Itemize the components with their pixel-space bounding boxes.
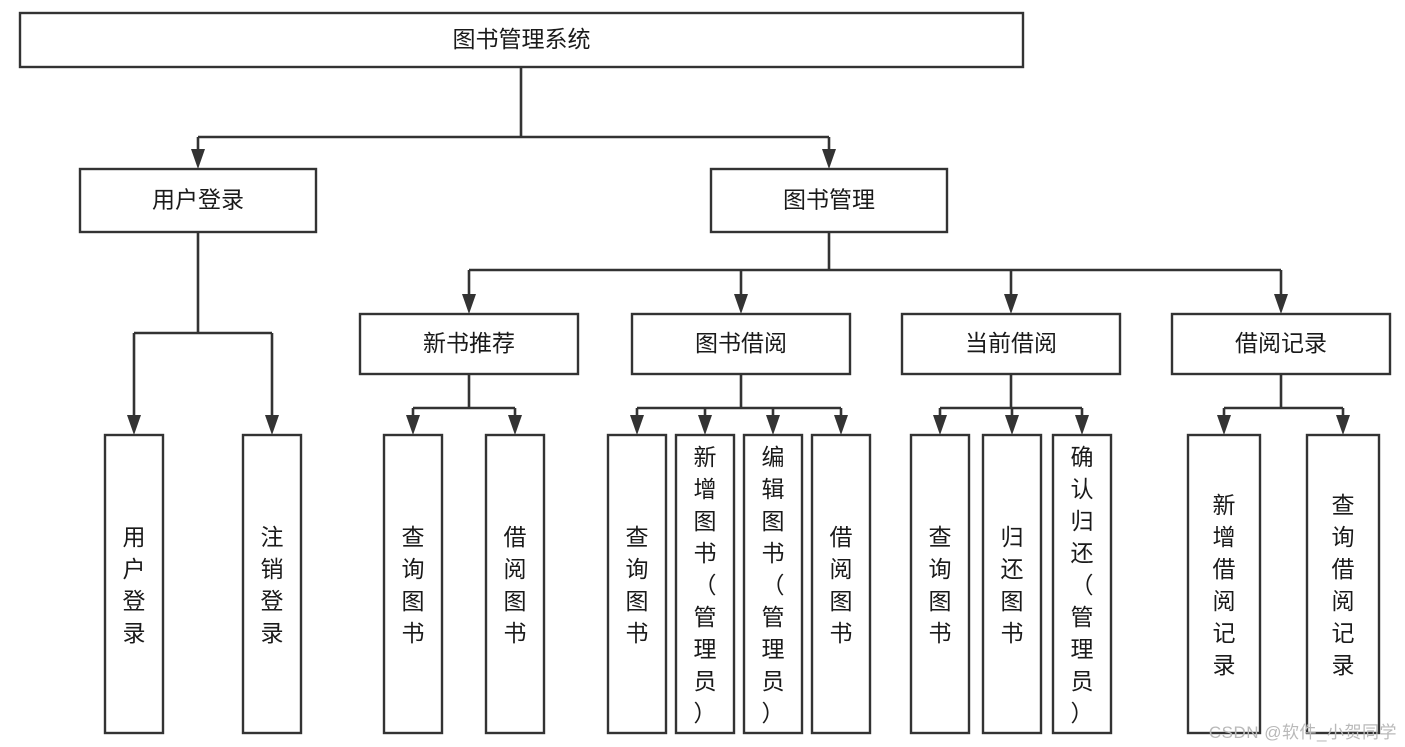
node-box[interactable] (674, 433, 736, 735)
arrow-head-icon (265, 415, 279, 435)
node-box[interactable] (1305, 433, 1381, 735)
connector-group-user-login (127, 232, 279, 435)
node-leaf-bb-query[interactable]: 查询图书 (606, 433, 668, 735)
connector-group-book-manage (462, 232, 1288, 314)
node-leaf-user-login[interactable]: 用户登录 (103, 433, 165, 735)
arrow-head-icon (1336, 415, 1350, 435)
arrow-head-icon (1004, 294, 1018, 314)
node-box[interactable] (1186, 433, 1262, 735)
node-label: 借阅图书 (504, 524, 527, 646)
connector-group-new-book-rec (406, 374, 522, 435)
arrow-head-icon (1075, 415, 1089, 435)
node-box[interactable] (78, 167, 318, 234)
arrow-head-icon (630, 415, 644, 435)
watermark-text: CSDN @软件_小贺同学 (1208, 723, 1397, 742)
node-leaf-logout[interactable]: 注销登录 (241, 433, 303, 735)
node-book-borrow[interactable]: 图书借阅 (630, 312, 852, 376)
node-box[interactable] (606, 433, 668, 735)
node-user-login[interactable]: 用户登录 (78, 167, 318, 234)
node-leaf-br-add[interactable]: 新增借阅记录 (1186, 433, 1262, 735)
node-label: 图书借阅 (695, 330, 787, 356)
node-leaf-cb-confirm[interactable]: 确认归还（管理员） (1051, 433, 1113, 735)
node-root[interactable]: 图书管理系统 (18, 11, 1025, 69)
node-label: 查询图书 (402, 524, 425, 646)
node-label: 确认归还（管理员） (1071, 444, 1094, 726)
node-leaf-bb-edit[interactable]: 编辑图书（管理员） (742, 433, 804, 735)
node-box[interactable] (909, 433, 971, 735)
node-box[interactable] (810, 433, 872, 735)
node-box[interactable] (742, 433, 804, 735)
node-box[interactable] (382, 433, 444, 735)
node-label: 查询图书 (626, 524, 649, 646)
node-label: 新增图书（管理员） (694, 444, 717, 726)
node-label: 查询借阅记录 (1332, 492, 1355, 678)
arrow-head-icon (734, 294, 748, 314)
node-leaf-br-query[interactable]: 查询借阅记录 (1305, 433, 1381, 735)
node-current-borrow[interactable]: 当前借阅 (900, 312, 1122, 376)
arrow-head-icon (1005, 415, 1019, 435)
node-leaf-rec-query[interactable]: 查询图书 (382, 433, 444, 735)
arrow-head-icon (406, 415, 420, 435)
arrow-head-icon (1217, 415, 1231, 435)
node-label: 新书推荐 (423, 330, 515, 356)
node-label: 当前借阅 (965, 330, 1057, 356)
node-label: 图书管理 (783, 187, 875, 213)
node-leaf-bb-add[interactable]: 新增图书（管理员） (674, 433, 736, 735)
arrow-head-icon (822, 149, 836, 169)
arrow-head-icon (698, 415, 712, 435)
node-label: 查询图书 (929, 524, 952, 646)
node-box[interactable] (358, 312, 580, 376)
arrow-head-icon (508, 415, 522, 435)
node-leaf-cb-return[interactable]: 归还图书 (981, 433, 1043, 735)
node-label: 归还图书 (1001, 524, 1024, 646)
node-box[interactable] (630, 312, 852, 376)
node-book-manage[interactable]: 图书管理 (709, 167, 949, 234)
node-label: 新增借阅记录 (1213, 492, 1236, 678)
node-label: 用户登录 (152, 187, 244, 213)
connector-group-root (191, 67, 836, 169)
node-label: 借阅记录 (1235, 330, 1327, 356)
arrow-head-icon (933, 415, 947, 435)
connector-layer (127, 67, 1350, 435)
arrow-head-icon (127, 415, 141, 435)
node-layer: 图书管理系统用户登录图书管理新书推荐图书借阅当前借阅借阅记录用户登录注销登录查询… (18, 11, 1392, 735)
node-box[interactable] (1170, 312, 1392, 376)
arrow-head-icon (462, 294, 476, 314)
node-box[interactable] (709, 167, 949, 234)
node-box[interactable] (241, 433, 303, 735)
node-label: 借阅图书 (830, 524, 853, 646)
node-box[interactable] (18, 11, 1025, 69)
node-label: 用户登录 (123, 524, 146, 646)
node-label: 图书管理系统 (453, 26, 591, 52)
connector-group-borrow-record (1217, 374, 1350, 435)
node-box[interactable] (1051, 433, 1113, 735)
node-leaf-cb-query[interactable]: 查询图书 (909, 433, 971, 735)
node-leaf-bb-borrow[interactable]: 借阅图书 (810, 433, 872, 735)
node-box[interactable] (103, 433, 165, 735)
node-leaf-rec-borrow[interactable]: 借阅图书 (484, 433, 546, 735)
node-new-book-rec[interactable]: 新书推荐 (358, 312, 580, 376)
node-box[interactable] (981, 433, 1043, 735)
node-borrow-record[interactable]: 借阅记录 (1170, 312, 1392, 376)
connector-group-current-borrow (933, 374, 1089, 435)
arrow-head-icon (834, 415, 848, 435)
node-label: 编辑图书（管理员） (762, 444, 785, 726)
connector-group-book-borrow (630, 374, 848, 435)
node-box[interactable] (900, 312, 1122, 376)
node-box[interactable] (484, 433, 546, 735)
arrow-head-icon (191, 149, 205, 169)
arrow-head-icon (766, 415, 780, 435)
node-label: 注销登录 (261, 524, 284, 646)
arrow-head-icon (1274, 294, 1288, 314)
